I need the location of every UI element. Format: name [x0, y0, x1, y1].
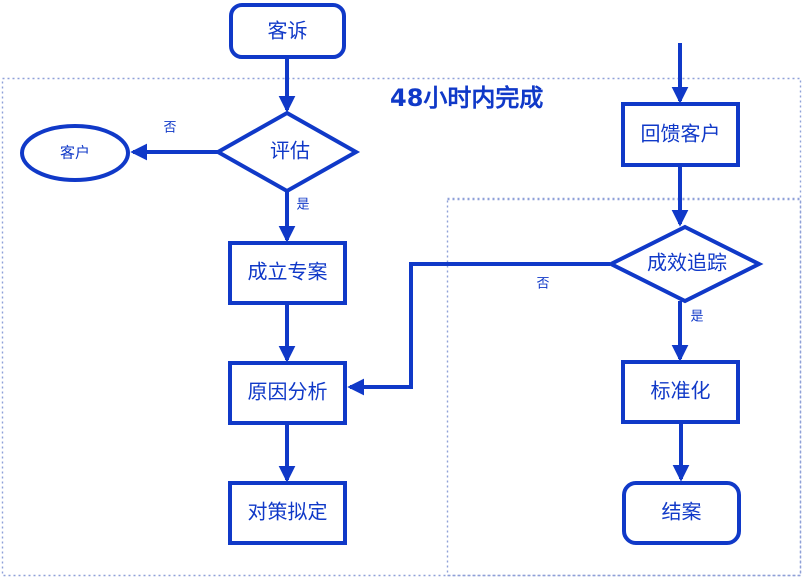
node-complaint-label: 客诉: [268, 19, 308, 43]
edge-label-evaluate-yes: 是: [296, 198, 309, 213]
node-cause-analysis-label: 原因分析: [248, 380, 328, 404]
edge-label-evaluate-no: 否: [163, 121, 176, 136]
node-evaluate[interactable]: 评估: [213, 110, 361, 194]
node-evaluate-shape: [213, 110, 361, 194]
node-effect-tracking-label: 成效追踪: [647, 251, 727, 275]
node-cause-analysis-shape: [228, 361, 347, 425]
node-effect-tracking-shape: [606, 224, 764, 304]
node-countermeasure-shape: [228, 481, 347, 545]
node-standardize[interactable]: 标准化: [621, 360, 740, 424]
node-setup-project[interactable]: 成立专案: [228, 241, 347, 305]
node-feedback[interactable]: 回馈客户: [621, 102, 740, 167]
node-setup-project-shape: [228, 241, 347, 305]
node-evaluate-label: 评估: [270, 139, 310, 163]
node-complaint[interactable]: 客诉: [229, 3, 346, 59]
node-countermeasure-label: 对策拟定: [248, 500, 328, 524]
node-customer[interactable]: 客户: [20, 124, 130, 182]
zone-tracking-box: [446, 198, 802, 577]
node-standardize-shape: [621, 360, 740, 424]
node-close-case-label: 结案: [662, 500, 702, 524]
node-customer-label: 客户: [60, 144, 90, 162]
node-close-case-shape: [622, 481, 741, 545]
edge-label-tracking-no: 否: [536, 277, 549, 292]
zone-48-hour-title: 48小时内完成: [390, 84, 543, 112]
node-effect-tracking[interactable]: 成效追踪: [606, 224, 764, 304]
node-close-case[interactable]: 结案: [622, 481, 741, 545]
node-countermeasure[interactable]: 对策拟定: [228, 481, 347, 545]
node-feedback-shape: [621, 102, 740, 167]
node-complaint-shape: [229, 3, 346, 59]
node-setup-project-label: 成立专案: [248, 260, 328, 284]
node-customer-shape: [20, 124, 130, 182]
node-standardize-label: 标准化: [651, 379, 711, 403]
edge-effect-tracking-to-cause: [347, 262, 610, 396]
node-feedback-label: 回馈客户: [641, 122, 721, 146]
edge-label-tracking-yes: 是: [690, 310, 703, 325]
node-cause-analysis[interactable]: 原因分析: [228, 361, 347, 425]
